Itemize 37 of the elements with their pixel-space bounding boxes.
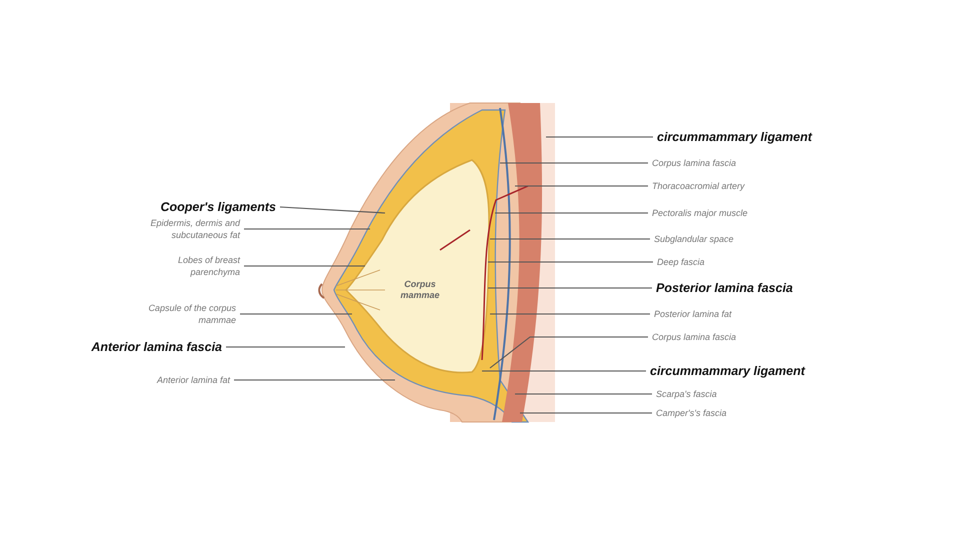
structure-heading: circummammary ligament [650,364,805,378]
structure-heading: circummammary ligament [657,130,812,144]
leader-line [488,287,652,289]
structure-label: Corpus lamina fascia [652,157,736,169]
leader-line [244,228,370,230]
leader-line [520,412,652,414]
leader-line [515,185,648,187]
leader-line [490,313,650,315]
leader-line [490,336,648,368]
structure-label: Pectoralis major muscle [652,207,748,219]
structure-label: Corpus lamina fascia [652,331,736,343]
leader-line [482,370,646,372]
structure-heading: Posterior lamina fascia [656,280,793,296]
leader-line [234,379,395,381]
structure-label: Scarpa's fascia [656,388,717,400]
region-label: Corpus mammae [399,279,441,301]
structure-label: Thoracoacromial artery [652,180,745,192]
structure-label: Subglandular space [654,233,734,245]
structure-label: Camper's's fascia [656,407,726,419]
leader-line [515,393,652,395]
leader-line [546,136,653,138]
structure-label: Lobes of breast parenchyma [130,254,240,278]
structure-label: Anterior lamina fat [156,374,230,386]
leader-line [244,265,365,267]
structure-label: Posterior lamina fat [654,308,732,320]
leader-line [490,238,650,240]
leader-line [226,346,345,348]
structure-heading: Cooper's ligaments [160,200,276,214]
leader-line [280,206,386,214]
leader-line [240,313,352,315]
structure-label: Epidermis, dermis and subcutaneous fat [130,217,240,241]
leader-line [495,212,648,214]
structure-heading: Anterior lamina fascia [91,340,222,354]
leader-line [500,162,648,164]
leader-line [488,261,653,263]
structure-label: Capsule of the corpus mammae [116,302,236,326]
structure-label: Deep fascia [657,256,705,268]
